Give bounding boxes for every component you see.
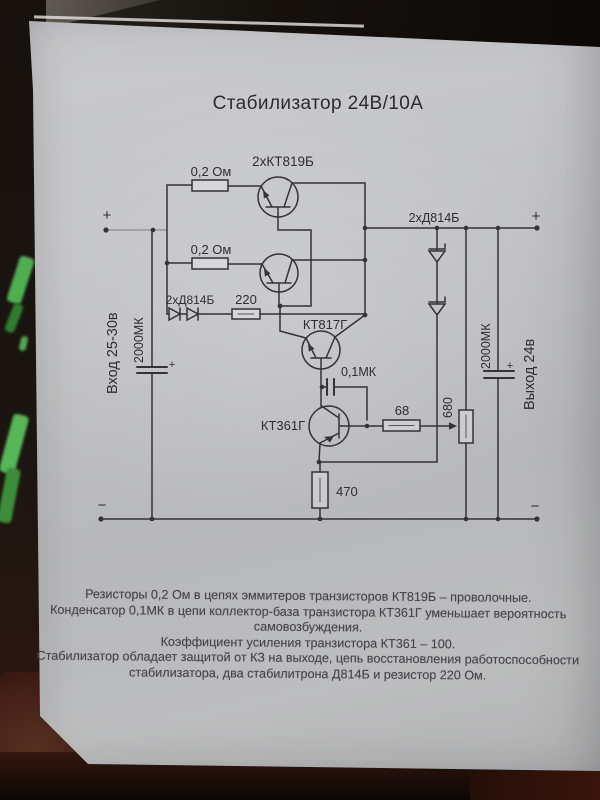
label-220: 220 (235, 292, 257, 307)
zener-d814b-left-pair (166, 306, 233, 322)
notes-block: Резисторы 0,2 Ом в цепях эммитеров транз… (28, 587, 589, 685)
emitter-arrow-icon (308, 343, 315, 352)
label-kt819b: 2хКТ819Б (252, 154, 314, 169)
emitter-arrow-icon (324, 436, 334, 443)
label-cap-out: 2000МК (479, 323, 493, 369)
label-kt361g: КТ361Г (261, 418, 305, 433)
plus-in: + (103, 207, 112, 224)
base-wire-t1 (277, 216, 312, 307)
label-470: 470 (336, 484, 358, 499)
label-cap-in: 2000МК (132, 317, 146, 363)
resistor-220 (231, 308, 366, 320)
label-zeners-right: 2хД814Б (409, 211, 460, 225)
minus-in: − (98, 497, 107, 514)
cap-in-plus: + (169, 359, 175, 371)
potentiometer-680 (458, 227, 474, 520)
capacitor-input-2000mk (136, 229, 168, 520)
zener-d814b-right-pair (318, 227, 447, 463)
label-680: 680 (441, 397, 455, 418)
resistor-470 (311, 461, 329, 520)
plus-out: + (532, 208, 541, 225)
label-68: 68 (395, 403, 409, 418)
emitter-arrow-icon (263, 190, 270, 199)
label-kt817g: КТ817Г (303, 317, 347, 332)
transistor-kt817g (279, 305, 366, 407)
page-title: Стабилизатор 24В/10А (212, 93, 424, 114)
junction-dots (98, 225, 540, 522)
resistor-0.2ohm-2 (166, 257, 263, 270)
capacitor-output-2000mk (483, 227, 515, 520)
emitter-arrow-icon (264, 268, 271, 277)
transistor-kt819b-2 (259, 253, 299, 294)
label-input: Вход 25-30в (105, 312, 121, 394)
label-output: Выход 24в (522, 338, 538, 410)
label-zeners-left: 2хД814Б (166, 293, 215, 307)
label-01mk: 0,1МК (341, 365, 377, 379)
minus-out: − (531, 498, 540, 515)
cap-out-plus: + (507, 360, 513, 372)
resistor-0.2ohm-1 (166, 179, 262, 192)
wiper-arrow-icon (449, 422, 457, 430)
transistor-kt361g (308, 405, 350, 463)
label-r1: 0,2 Ом (191, 164, 232, 179)
label-r2: 0,2 Ом (191, 242, 232, 257)
